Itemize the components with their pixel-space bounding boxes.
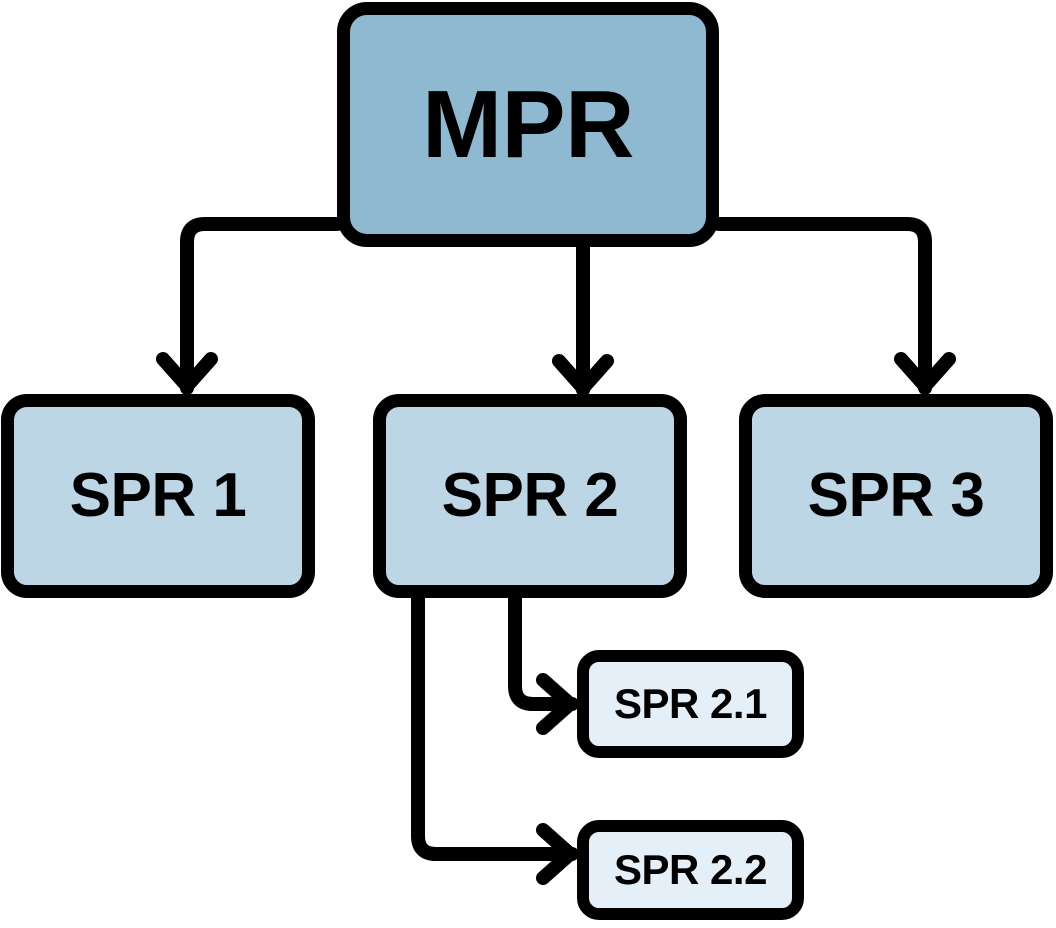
node-spr-2-label: SPR 2: [441, 461, 619, 530]
node-mpr-label: MPR: [422, 70, 634, 178]
edge-spr2-to-spr21: [508, 591, 579, 735]
edge-mpr-to-spr2-arrowhead: [552, 354, 614, 395]
edge-mpr-to-spr2: [552, 238, 614, 397]
node-spr-3[interactable]: SPR 3: [739, 394, 1053, 598]
node-spr-1[interactable]: SPR 1: [1, 394, 315, 598]
edge-spr2-to-spr22: [411, 591, 579, 885]
edge-spr2-to-spr22-line: [411, 591, 579, 861]
node-spr-2-2[interactable]: SPR 2.2: [577, 820, 804, 920]
edge-mpr-to-spr1: [156, 217, 344, 395]
node-spr-2-2-label: SPR 2.2: [614, 846, 767, 893]
node-spr-3-label: SPR 3: [807, 461, 985, 530]
edge-mpr-to-spr3-line: [712, 217, 932, 395]
node-spr-2[interactable]: SPR 2: [373, 394, 687, 598]
edge-spr2-to-spr22-arrowhead: [536, 823, 577, 885]
edge-mpr-to-spr3: [712, 217, 956, 395]
node-spr-2-1[interactable]: SPR 2.1: [577, 650, 804, 758]
edge-spr2-to-spr21-arrowhead: [536, 673, 577, 735]
node-spr-2-1-label: SPR 2.1: [614, 680, 767, 727]
edge-mpr-to-spr1-arrowhead: [156, 352, 218, 393]
node-mpr[interactable]: MPR: [337, 2, 719, 247]
edge-spr2-to-spr21-line: [508, 591, 579, 711]
node-spr-1-label: SPR 1: [69, 461, 247, 530]
edge-mpr-to-spr1-line: [180, 217, 344, 395]
edge-mpr-to-spr3-arrowhead: [894, 352, 956, 393]
